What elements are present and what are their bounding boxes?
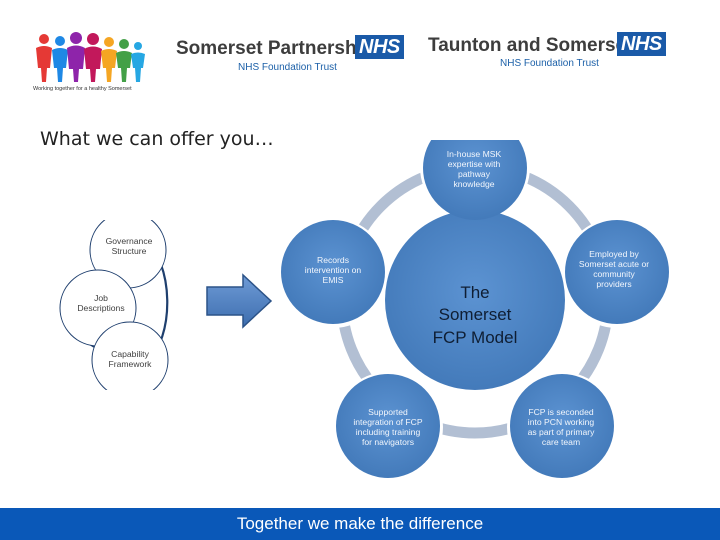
- page-title: What we can offer you…: [40, 128, 274, 150]
- center-circle: [385, 210, 565, 390]
- footer-tagline: Together we make the difference: [236, 514, 484, 533]
- cycle-label-capability: Capability Framework: [108, 349, 152, 369]
- person-figure: [131, 42, 145, 82]
- nhs-badge-1: NHS: [355, 35, 404, 59]
- node-circle-top: [423, 140, 527, 220]
- node-label-supported-integration: Supported integration of FCP including t…: [353, 407, 423, 447]
- person-figure: [84, 33, 102, 82]
- node-circle-bottom-right: [510, 374, 614, 478]
- center-line: The: [460, 283, 490, 302]
- node-circle-bottom-left: [336, 374, 440, 478]
- cycle-label-governance: Governance Structure: [105, 236, 153, 256]
- block-arrow-icon: [206, 273, 273, 329]
- partnership-logo-people: [36, 32, 145, 82]
- model-center-label: The Somerset FCP Model: [405, 282, 545, 349]
- node-label-employed: Employed by Somerset acute or community …: [578, 249, 650, 289]
- cycle-label-job-descriptions: Job Descriptions: [77, 293, 125, 313]
- fcp-model-circles: [281, 140, 669, 478]
- person-figure: [101, 37, 117, 82]
- node-circle-left: [281, 220, 385, 324]
- node-label-fcp-seconded: FCP is seconded into PCN working as part…: [527, 407, 595, 447]
- nhs-badge-2: NHS: [617, 32, 666, 56]
- person-figure: [52, 36, 68, 82]
- org2-name: Taunton and Somerset: [428, 35, 633, 56]
- org1-sub: NHS Foundation Trust: [238, 62, 337, 73]
- org1-name: Somerset Partnership: [176, 38, 374, 59]
- center-line: Somerset: [438, 305, 512, 325]
- cycle-node: [91, 321, 169, 390]
- person-figure: [36, 34, 52, 82]
- org2-sub: NHS Foundation Trust: [500, 58, 599, 69]
- left-cycle-diagram: [59, 220, 169, 390]
- footer-bar: Together we make the difference: [0, 508, 720, 540]
- person-figure: [116, 39, 132, 82]
- node-label-msk-expertise: In-house MSK expertise with pathway know…: [446, 149, 502, 189]
- logo-caption: Working together for a healthy Somerset: [33, 86, 132, 92]
- center-line: FCP Model: [432, 327, 518, 347]
- node-circle-right: [565, 220, 669, 324]
- node-label-records-emis: Records intervention on EMIS: [304, 255, 362, 285]
- person-figure: [67, 32, 85, 82]
